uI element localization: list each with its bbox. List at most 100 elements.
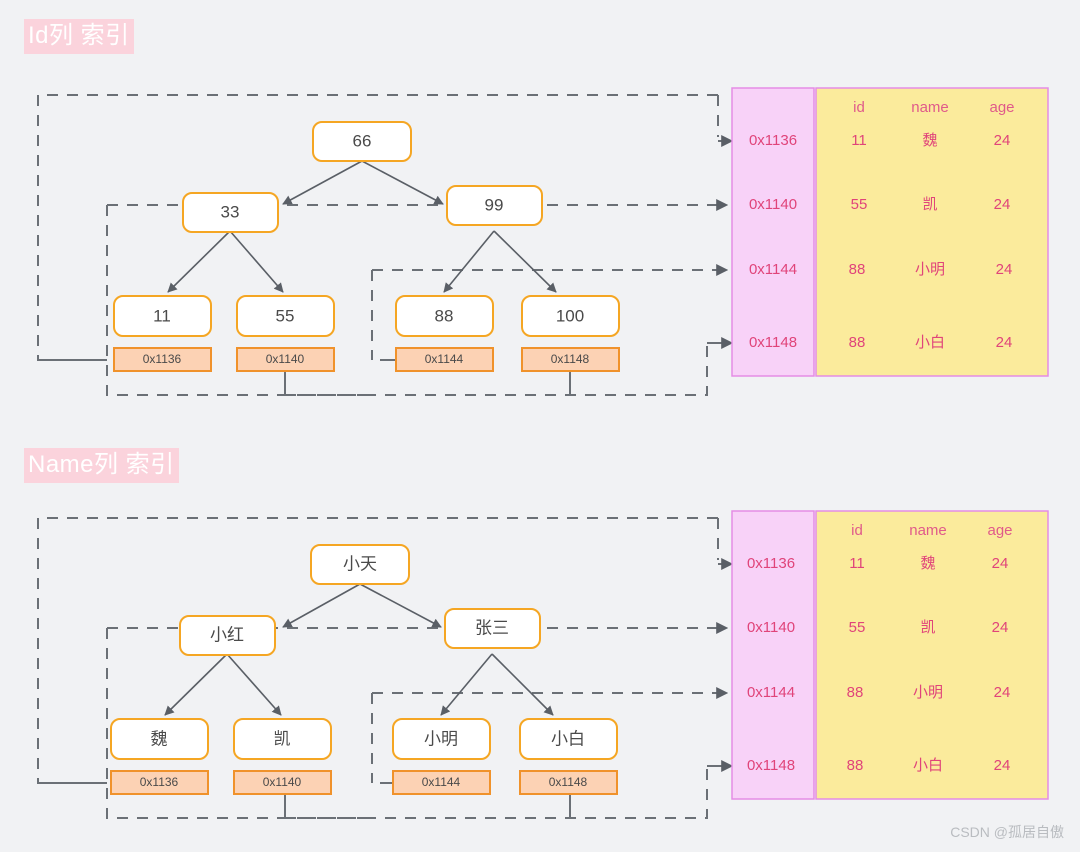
tree-leaf-0-2[interactable]: 魏 0x1136	[110, 718, 209, 795]
section-id-index: 66 33 99 11 0x1136 55 0x1140 88 0x	[37, 87, 1049, 396]
tree-leaf-1-1[interactable]: 55 0x1140	[236, 295, 335, 372]
tree-node-root-label-1: 66	[353, 131, 372, 150]
tree-leaf-1-label-1: 55	[276, 306, 295, 325]
table-address-1-2: 0x1144	[749, 261, 797, 278]
tree-leaf-3-1[interactable]: 100 0x1148	[521, 295, 620, 372]
table-cell-name-2-0: 魏	[920, 555, 935, 572]
tree-leaf-2-label-2: 小明	[424, 729, 458, 748]
tree-node-level2-0-2[interactable]: 小红	[179, 615, 276, 656]
table-cell-age-1-0: 24	[994, 132, 1011, 149]
table-header-name-1: name	[911, 99, 949, 116]
table-cell-age-2-1: 24	[992, 619, 1009, 636]
table-header-id-1: id	[853, 99, 865, 116]
table-header-name-2: name	[909, 522, 947, 539]
table-header-id-2: id	[851, 522, 863, 539]
tree-leaf-3-label-1: 100	[556, 306, 584, 325]
edge-33-right-1	[229, 230, 284, 293]
table-cell-name-1-2: 小明	[915, 261, 945, 278]
data-table-2: id name age 0x1136 11 魏 24 0x1140 55 凯 2…	[731, 510, 1049, 800]
table-address-1-3: 0x1148	[749, 334, 797, 351]
tree-node-level2-0-label-1: 33	[221, 202, 240, 221]
tree-leaf-3-2[interactable]: 小白 0x1148	[519, 718, 618, 795]
section-title-id-index: Id列 索引	[24, 19, 134, 54]
address-column-1	[731, 87, 815, 377]
tree-node-level2-0-1[interactable]: 33	[182, 192, 279, 233]
table-cell-name-1-1: 凯	[922, 196, 937, 213]
tree-leaf-0-label-2: 魏	[151, 729, 168, 748]
table-header-age-2: age	[987, 522, 1012, 539]
tree-node-root-2[interactable]: 小天	[310, 544, 410, 585]
address-column-2	[731, 510, 815, 800]
csdn-watermark: CSDN @孤居自傲	[950, 824, 1064, 840]
table-row-1-3: 0x1148 88 小白 24	[749, 334, 1012, 351]
table-row-1-0: 0x1136 11 魏 24	[749, 132, 1010, 149]
table-row-1-1: 0x1140 55 凯 24	[749, 196, 1010, 213]
table-row-2-0: 0x1136 11 魏 24	[747, 555, 1008, 572]
edge-l2left-left-2	[164, 653, 228, 716]
tree-node-root-1[interactable]: 66	[312, 121, 412, 162]
tree-leaf-1-2[interactable]: 凯 0x1140	[233, 718, 332, 795]
tree-node-level2-1-1[interactable]: 99	[446, 185, 543, 226]
edge-l2left-right-2	[226, 653, 282, 716]
table-address-2-1: 0x1140	[747, 619, 795, 636]
section-name-index: 小天 小红 张三 魏 0x1136 凯 0x1140 小明 0x1144	[37, 510, 1049, 819]
table-cell-name-2-1: 凯	[920, 619, 935, 636]
tree-node-level2-1-label-2: 张三	[475, 618, 509, 637]
table-cell-name-1-0: 魏	[922, 132, 937, 149]
table-address-1-0: 0x1136	[749, 132, 797, 149]
tree-leaf-2-2[interactable]: 小明 0x1144	[392, 718, 491, 795]
tree-leaf-2-pointer-1: 0x1144	[425, 352, 464, 366]
edge-root-right-2	[359, 583, 442, 628]
dashed-path-bottom-1	[285, 345, 708, 396]
edge-33-left-1	[167, 230, 231, 293]
tree-leaf-1-label-2: 凯	[274, 729, 291, 748]
tree-leaf-3-pointer-2: 0x1148	[549, 775, 588, 789]
table-cell-name-2-2: 小明	[913, 684, 943, 701]
data-column-2	[815, 510, 1049, 800]
table-cell-age-2-0: 24	[992, 555, 1009, 572]
table-row-2-2: 0x1144 88 小明 24	[747, 684, 1010, 701]
tree-leaf-0-pointer-1: 0x1136	[143, 352, 182, 366]
data-table-1: id name age 0x1136 11 魏 24 0x1140 55 凯 2…	[731, 87, 1049, 377]
tree-leaf-3-label-2: 小白	[551, 729, 585, 748]
table-cell-id-1-0: 11	[851, 132, 867, 149]
table-address-1-1: 0x1140	[749, 196, 797, 213]
table-row-2-3: 0x1148 88 小白 24	[747, 757, 1010, 774]
tree-leaf-1-pointer-2: 0x1140	[263, 775, 302, 789]
tree-node-level2-0-label-2: 小红	[210, 625, 244, 644]
edge-99-right-1	[493, 230, 557, 293]
tree-leaf-3-pointer-1: 0x1148	[551, 352, 590, 366]
table-cell-id-1-2: 88	[849, 261, 866, 278]
tree-leaf-2-pointer-2: 0x1144	[422, 775, 461, 789]
tree-node-level2-1-label-1: 99	[485, 195, 504, 214]
table-cell-age-2-2: 24	[994, 684, 1011, 701]
table-cell-age-2-3: 24	[994, 757, 1011, 774]
table-address-2-3: 0x1148	[747, 757, 795, 774]
table-cell-id-2-3: 88	[847, 757, 864, 774]
table-header-age-1: age	[989, 99, 1014, 116]
table-cell-age-1-3: 24	[996, 334, 1013, 351]
edge-root-left-1	[282, 160, 363, 205]
edge-root-right-1	[361, 160, 444, 205]
data-column-1	[815, 87, 1049, 377]
table-cell-age-1-1: 24	[994, 196, 1011, 213]
edge-root-left-2	[282, 583, 361, 628]
table-cell-id-2-1: 55	[849, 619, 866, 636]
tree-node-level2-1-2[interactable]: 张三	[444, 608, 541, 649]
table-cell-id-1-3: 88	[849, 334, 866, 351]
table-address-2-2: 0x1144	[747, 684, 795, 701]
tree-leaf-0-label-1: 11	[153, 306, 171, 325]
table-cell-id-1-1: 55	[851, 196, 868, 213]
tree-node-root-label-2: 小天	[343, 554, 377, 573]
edge-99-left-1	[443, 230, 495, 293]
dashed-path-bottom-2	[285, 768, 708, 819]
tree-leaf-2-label-1: 88	[435, 306, 454, 325]
table-cell-name-2-3: 小白	[913, 757, 943, 774]
tree-leaf-0-1[interactable]: 11 0x1136	[113, 295, 212, 372]
table-cell-name-1-3: 小白	[915, 334, 945, 351]
edge-l2right-right-2	[491, 653, 554, 716]
table-cell-age-1-2: 24	[996, 261, 1013, 278]
tree-leaf-2-1[interactable]: 88 0x1144	[395, 295, 494, 372]
table-cell-id-2-0: 11	[849, 555, 865, 572]
